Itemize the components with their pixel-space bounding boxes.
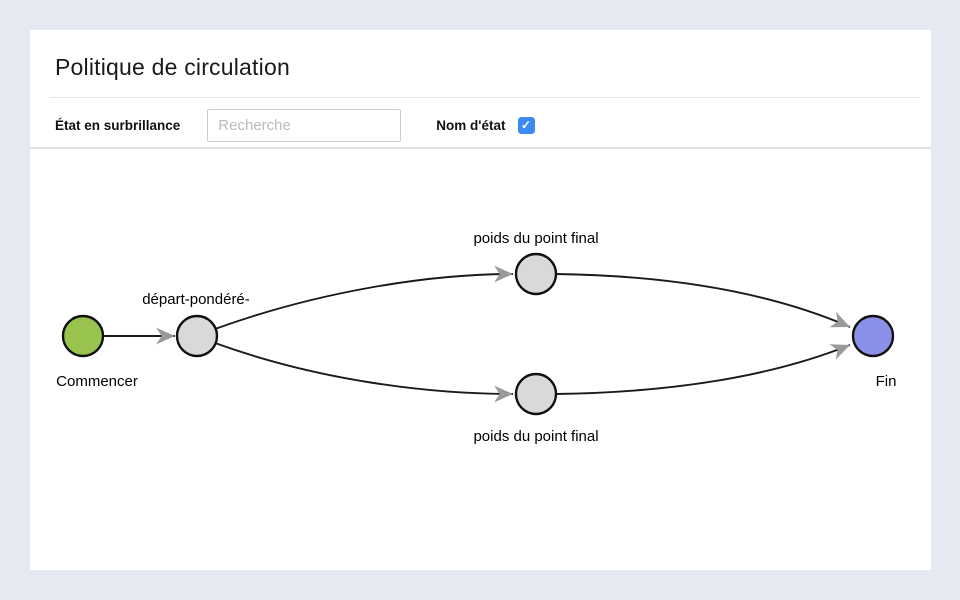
title-divider	[50, 97, 920, 98]
policy-card: Politique de circulation État en surbril…	[30, 30, 931, 570]
state-name-checkbox[interactable]: ✓	[517, 116, 535, 134]
page-title: Politique de circulation	[55, 54, 290, 80]
node-endpoint-bottom[interactable]	[514, 372, 558, 416]
toolbar: État en surbrillance Nom d'état ✓	[55, 106, 915, 144]
toolbar-divider	[30, 147, 931, 149]
search-input[interactable]	[207, 108, 402, 142]
highlight-state-label: État en surbrillance	[55, 117, 181, 133]
node-endpoint-top[interactable]	[514, 252, 558, 296]
node-end[interactable]	[851, 314, 895, 358]
node-depart-pondere[interactable]	[175, 314, 219, 358]
node-start[interactable]	[61, 314, 105, 358]
checkbox-checked-icon: ✓	[520, 118, 532, 132]
state-name-label: Nom d'état	[436, 117, 506, 133]
